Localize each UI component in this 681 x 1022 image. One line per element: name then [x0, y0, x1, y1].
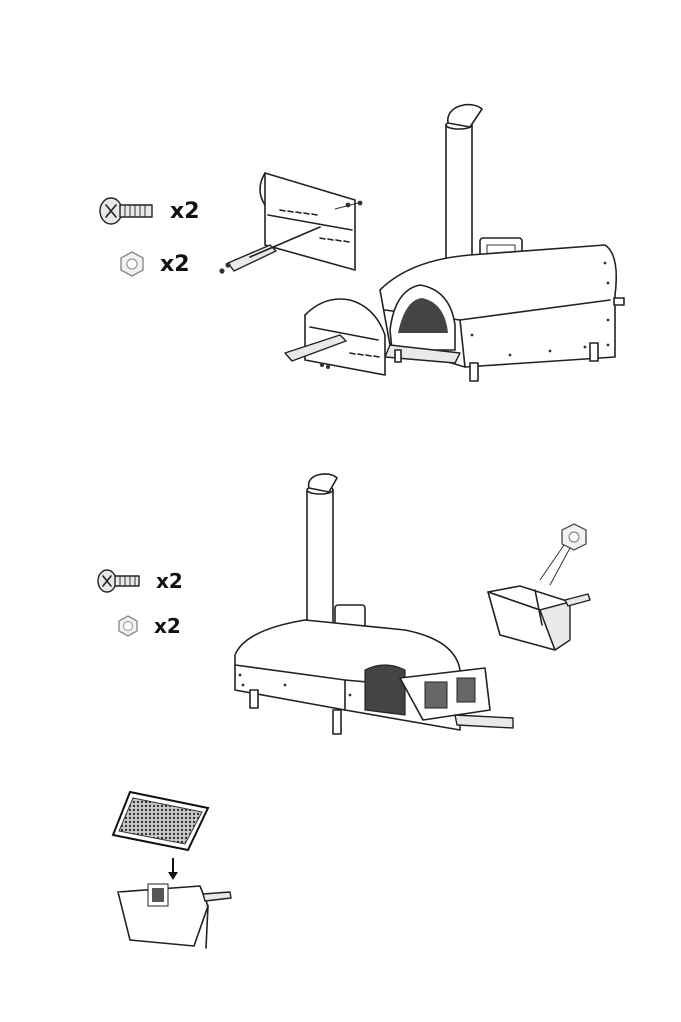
screw-quantity: x2 — [170, 199, 200, 224]
grate-insert-illustration — [108, 780, 248, 960]
arrow-down-icon — [168, 858, 178, 880]
step-3 — [0, 770, 681, 950]
fuel-tray-inserted — [395, 660, 525, 740]
nut-icon — [118, 250, 146, 278]
screw-icon — [98, 196, 156, 226]
hardware-nut-row: x2 — [116, 614, 181, 638]
nut-icon — [116, 614, 140, 638]
hardware-screw-row: x2 — [98, 196, 200, 226]
nut-quantity: x2 — [154, 614, 181, 638]
step-1: x2 x2 — [0, 0, 681, 420]
oven-door-assembly-illustration — [210, 95, 650, 395]
step-2: x2 x2 — [0, 430, 681, 760]
screw-quantity: x2 — [156, 569, 183, 593]
hardware-screw-row: x2 — [96, 568, 183, 594]
screw-icon — [96, 568, 142, 594]
fuel-tray-detail — [480, 520, 600, 660]
nut-quantity: x2 — [160, 252, 190, 277]
hardware-nut-row: x2 — [118, 250, 190, 278]
